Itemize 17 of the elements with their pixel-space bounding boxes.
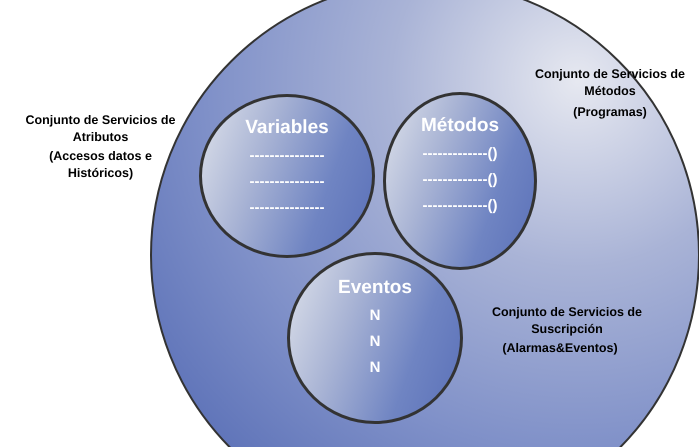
list-line: -------------() bbox=[422, 196, 498, 216]
list-line: N bbox=[370, 358, 380, 378]
service-label: Conjunto de Servicios de Atributos bbox=[24, 112, 177, 146]
service-label: Conjunto de Servicios de Suscripción bbox=[490, 304, 644, 338]
list-line: -------------() bbox=[422, 170, 498, 190]
list-line: --------------- bbox=[250, 172, 324, 192]
service-label: (Alarmas&Eventos) bbox=[501, 340, 619, 357]
circle-title: Variables bbox=[245, 117, 329, 139]
service-label: (Programas) bbox=[572, 104, 648, 121]
list-line: N bbox=[370, 306, 380, 326]
list-line: --------------- bbox=[250, 146, 324, 166]
list-line: N bbox=[370, 332, 380, 352]
list-line: --------------- bbox=[250, 198, 324, 218]
circle-title: Métodos bbox=[420, 115, 500, 137]
service-label: (Accesos datos e Históricos) bbox=[48, 148, 153, 182]
list-line: -------------() bbox=[422, 144, 498, 164]
circle-title: Eventos bbox=[338, 277, 412, 299]
